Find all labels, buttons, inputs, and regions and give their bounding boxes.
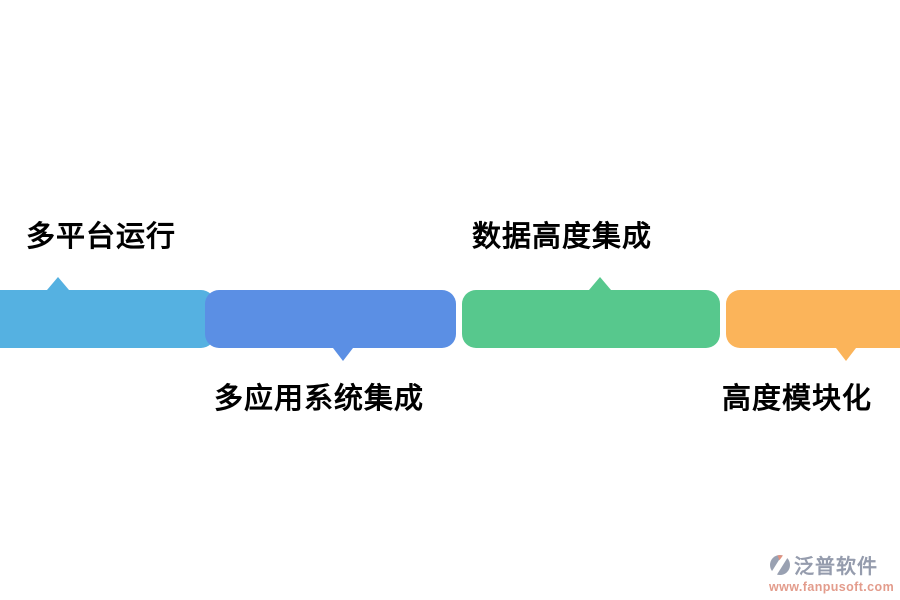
- bar-segment-high-modularity: [726, 290, 900, 348]
- pointer-up-multi-platform-icon: [47, 277, 69, 290]
- watermark-brand-text: 泛普软件: [794, 556, 878, 578]
- segment-label-high-modularity: 高度模块化: [722, 383, 873, 415]
- segment-label-data-integration: 数据高度集成: [472, 221, 653, 253]
- fanpu-logo-icon: [769, 550, 791, 578]
- bar-segment-multi-app-integration: [205, 290, 456, 348]
- bar-segment-data-integration: [462, 290, 720, 348]
- watermark: 泛普软件 www.fanpusoft.com: [769, 550, 894, 594]
- pointer-down-multi-app-icon: [333, 348, 353, 361]
- segment-label-multi-app-integration: 多应用系统集成: [214, 383, 425, 415]
- pointer-up-data-integration-icon: [589, 277, 611, 290]
- segment-label-multi-platform: 多平台运行: [26, 221, 177, 253]
- watermark-url-text: www.fanpusoft.com: [769, 580, 895, 594]
- pointer-down-modularity-icon: [836, 348, 856, 361]
- bar-segment-multi-platform: [0, 290, 215, 348]
